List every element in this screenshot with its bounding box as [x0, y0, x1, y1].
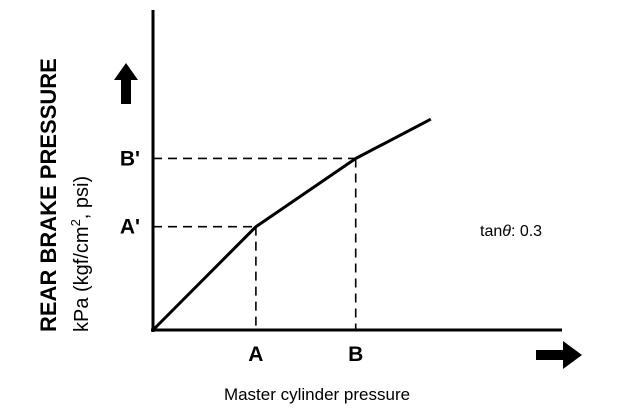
guide-lines — [153, 157, 357, 330]
y-axis-unit: kPa (kgf/cm2, psi) — [68, 176, 93, 332]
pressure-curve — [151, 117, 432, 332]
arrow-up-icon — [114, 63, 138, 104]
y-axis-unit-superscript: 2 — [68, 219, 83, 226]
slope-annotation: tanθ: 0.3 — [480, 223, 542, 240]
y-axis-unit-prefix: kPa (kgf/cm — [71, 226, 93, 332]
slope-annotation-theta: θ — [502, 223, 511, 240]
x-tick-label-b: B — [348, 343, 363, 366]
slope-annotation-value: : 0.3 — [511, 223, 542, 240]
x-axis-title: Master cylinder pressure — [224, 385, 410, 404]
y-tick-label-a-prime: A' — [120, 216, 140, 239]
slope-annotation-prefix: tan — [480, 223, 502, 240]
y-axis-unit-suffix: , psi) — [71, 176, 93, 219]
arrow-right-icon — [536, 341, 582, 369]
y-axis-title: REAR BRAKE PRESSURE — [36, 58, 61, 332]
y-tick-label-b-prime: B' — [120, 147, 140, 170]
x-tick-label-a: A — [248, 343, 263, 366]
